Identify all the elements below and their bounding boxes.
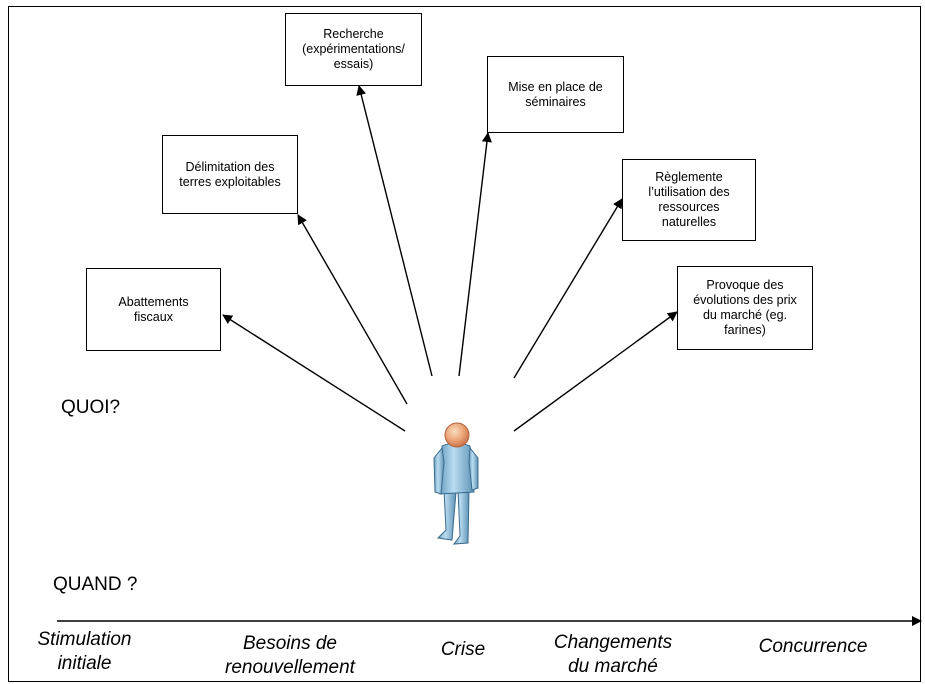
timeline-changements: Changements du marché [553, 632, 673, 677]
action-box-seminaires: Mise en place de séminaires [487, 56, 624, 133]
action-box-provoque: Provoque des évolutions des prix du marc… [677, 266, 813, 350]
arrow-abattements [222, 314, 406, 432]
action-box-delimitation: Délimitation des terres exploitables [162, 135, 298, 214]
arrow-provoque [513, 311, 678, 432]
arrow-delimitation [297, 214, 408, 405]
label-quoi: QUOI? [61, 397, 121, 418]
timeline-crise: Crise [440, 639, 486, 660]
action-box-reglemente: Règlemente l’utilisation des ressources … [622, 159, 756, 241]
action-box-recherche: Recherche (expérimentations/ essais) [285, 13, 422, 86]
arrow-recherche [356, 85, 433, 377]
timeline-concurrence: Concurrence [758, 636, 868, 657]
timeline-besoins: Besoins de renouvellement [225, 633, 355, 678]
arrow-seminaires [458, 132, 492, 377]
action-box-abattements: Abattements fiscaux [86, 268, 221, 351]
label-quand: QUAND ? [53, 574, 138, 595]
timeline-stimulation: Stimulation initiale [37, 629, 132, 674]
arrow-reglemente [513, 198, 623, 379]
